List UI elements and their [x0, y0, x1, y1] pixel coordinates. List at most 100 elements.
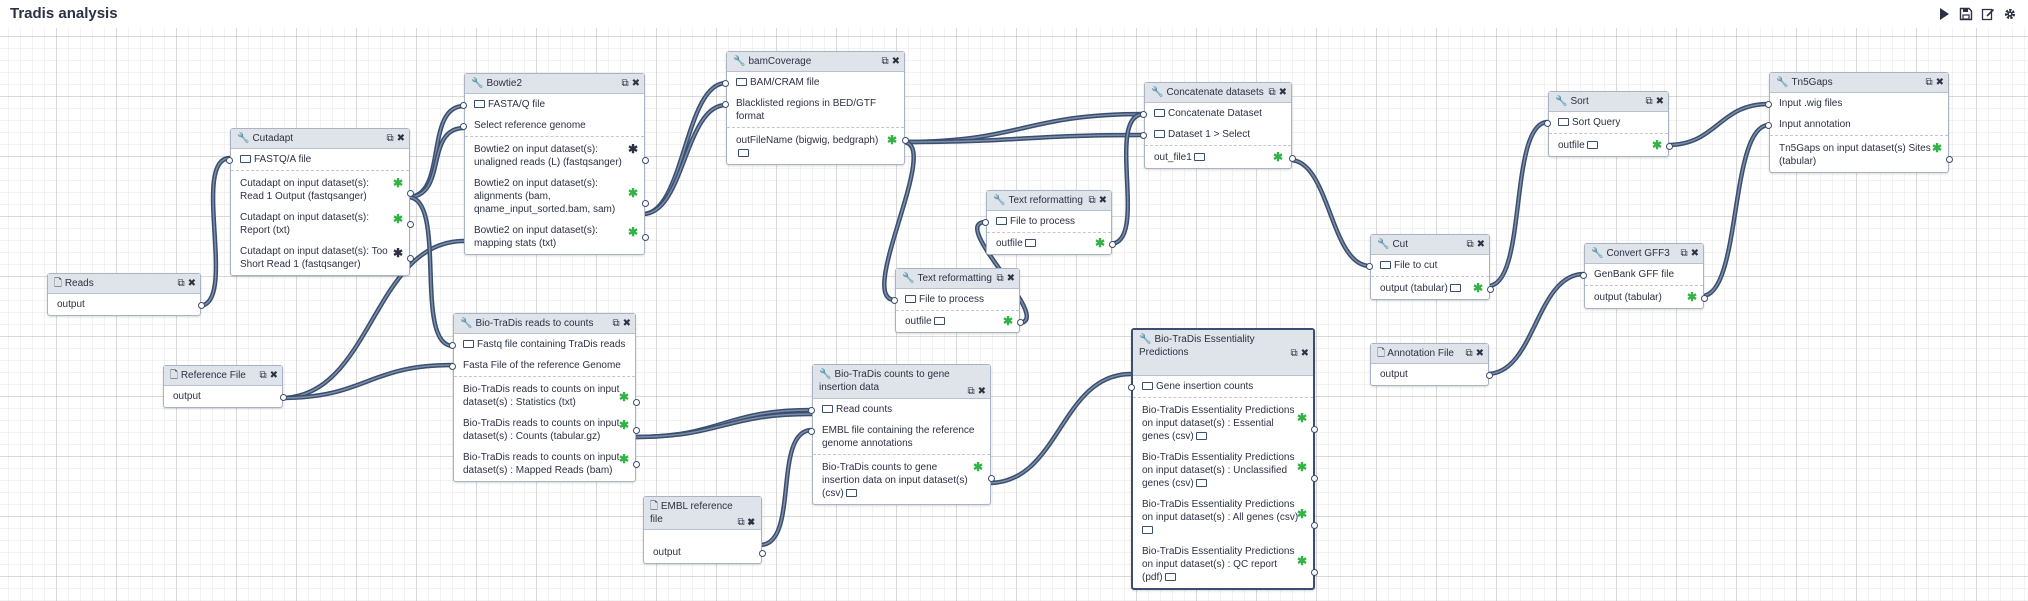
copy-icon[interactable]: ⧉ — [737, 517, 745, 528]
output-terminal[interactable] — [407, 190, 414, 197]
asterisk-icon[interactable]: ✱ — [1296, 554, 1307, 568]
asterisk-icon[interactable]: ✱ — [392, 176, 403, 190]
node-cutadapt[interactable]: 🔧Cutadapt⧉✖ FASTQ/A file Cutadapt on inp… — [226, 128, 414, 276]
asterisk-icon[interactable]: ✱ — [1651, 138, 1662, 152]
input-terminal[interactable] — [808, 428, 815, 435]
input-terminal[interactable] — [1580, 272, 1587, 279]
output-terminal[interactable] — [407, 255, 414, 262]
input-terminal[interactable] — [982, 219, 989, 226]
asterisk-icon[interactable]: ✱ — [392, 246, 403, 260]
copy-icon[interactable]: ⧉ — [1465, 348, 1473, 359]
asterisk-icon[interactable]: ✱ — [618, 418, 629, 432]
node-sort[interactable]: 🔧Sort⧉✖ Sort Query outfile✱ — [1544, 91, 1673, 157]
asterisk-icon[interactable]: ✱ — [1931, 141, 1942, 155]
output-terminal[interactable] — [407, 221, 414, 228]
copy-icon[interactable]: ⧉ — [1088, 195, 1096, 206]
node-cut[interactable]: 🔧Cut⧉✖ File to cut output (tabular)✱ — [1366, 234, 1494, 300]
input-terminal[interactable] — [1765, 122, 1772, 129]
input-terminal[interactable] — [1140, 111, 1147, 118]
close-icon[interactable]: ✖ — [1278, 87, 1287, 98]
node-concatenate-datasets[interactable]: 🔧Concatenate datasets⧉✖ Concatenate Data… — [1140, 82, 1296, 169]
asterisk-icon[interactable]: ✱ — [392, 212, 403, 226]
asterisk-icon[interactable]: ✱ — [627, 225, 638, 239]
asterisk-icon[interactable]: ✱ — [618, 390, 629, 404]
asterisk-icon[interactable]: ✱ — [1296, 411, 1307, 425]
run-workflow-button[interactable] — [1935, 5, 1953, 23]
output-terminal[interactable] — [1701, 295, 1708, 302]
output-terminal[interactable] — [1487, 286, 1494, 293]
node-bamcoverage[interactable]: 🔧bamCoverage⧉✖ BAM/CRAM file Blacklisted… — [722, 51, 909, 165]
output-terminal[interactable] — [198, 302, 205, 309]
asterisk-icon[interactable]: ✱ — [627, 142, 638, 156]
output-terminal[interactable] — [902, 137, 909, 144]
node-annotation-file[interactable]: 🗋 Annotation File⧉✖ output — [1370, 343, 1493, 386]
output-terminal[interactable] — [1946, 156, 1953, 163]
copy-icon[interactable]: ⧉ — [996, 273, 1004, 284]
close-icon[interactable]: ✖ — [891, 56, 900, 67]
output-terminal[interactable] — [1666, 143, 1673, 150]
node-bio-tradis-essentiality[interactable]: 🔧Bio-TraDis Essentiality Predictions⧉✖ G… — [1128, 328, 1318, 590]
node-reference-file[interactable]: 🗋 Reference File⧉✖ output — [163, 365, 287, 408]
node-reads[interactable]: 🗋 Reads⧉✖ output — [47, 273, 205, 316]
input-terminal[interactable] — [1140, 132, 1147, 139]
asterisk-icon[interactable]: ✱ — [1296, 507, 1307, 521]
node-bio-tradis-reads-to-counts[interactable]: 🔧Bio-TraDis reads to counts⧉✖ Fastq file… — [449, 313, 640, 482]
output-terminal[interactable] — [1311, 569, 1318, 576]
asterisk-icon[interactable]: ✱ — [1272, 150, 1283, 164]
node-text-reformatting-2[interactable]: 🔧Text reformatting⧉✖ File to process out… — [891, 268, 1024, 333]
copy-icon[interactable]: ⧉ — [1680, 248, 1688, 259]
copy-icon[interactable]: ⧉ — [386, 133, 394, 144]
copy-icon[interactable]: ⧉ — [1466, 239, 1474, 250]
output-terminal[interactable] — [642, 234, 649, 241]
asterisk-icon[interactable]: ✱ — [886, 133, 897, 147]
asterisk-icon[interactable]: ✱ — [972, 460, 983, 474]
copy-icon[interactable]: ⧉ — [1290, 348, 1298, 359]
output-terminal[interactable] — [633, 461, 640, 468]
close-icon[interactable]: ✖ — [269, 370, 278, 381]
copy-icon[interactable]: ⧉ — [967, 386, 975, 397]
input-terminal[interactable] — [1128, 384, 1135, 391]
close-icon[interactable]: ✖ — [1476, 239, 1485, 250]
asterisk-icon[interactable]: ✱ — [1686, 290, 1697, 304]
close-icon[interactable]: ✖ — [187, 278, 196, 289]
close-icon[interactable]: ✖ — [1006, 273, 1015, 284]
input-terminal[interactable] — [1765, 101, 1772, 108]
output-terminal[interactable] — [1311, 475, 1318, 482]
close-icon[interactable]: ✖ — [1475, 348, 1484, 359]
copy-icon[interactable]: ⧉ — [259, 370, 267, 381]
save-workflow-button[interactable] — [1957, 5, 1975, 23]
copy-icon[interactable]: ⧉ — [177, 278, 185, 289]
edit-attributes-button[interactable] — [1979, 5, 1997, 23]
input-terminal[interactable] — [460, 102, 467, 109]
close-icon[interactable]: ✖ — [1098, 195, 1107, 206]
output-terminal[interactable] — [1289, 155, 1296, 162]
input-terminal[interactable] — [460, 123, 467, 130]
input-terminal[interactable] — [722, 80, 729, 87]
asterisk-icon[interactable]: ✱ — [1094, 236, 1105, 250]
copy-icon[interactable]: ⧉ — [881, 56, 889, 67]
close-icon[interactable]: ✖ — [1935, 77, 1944, 88]
input-terminal[interactable] — [891, 297, 898, 304]
close-icon[interactable]: ✖ — [631, 78, 640, 89]
output-terminal[interactable] — [759, 550, 766, 557]
input-terminal[interactable] — [722, 101, 729, 108]
close-icon[interactable]: ✖ — [747, 517, 755, 528]
output-terminal[interactable] — [1311, 522, 1318, 529]
node-embl-reference-file[interactable]: 🗋 EMBL reference file ⧉ ✖ output — [643, 496, 766, 564]
output-terminal[interactable] — [642, 157, 649, 164]
node-bio-tradis-counts-to-gene[interactable]: 🔧Bio-TraDis counts to gene insertion dat… — [808, 364, 995, 505]
output-terminal[interactable] — [1486, 372, 1493, 379]
copy-icon[interactable]: ⧉ — [1925, 77, 1933, 88]
close-icon[interactable]: ✖ — [977, 386, 986, 397]
output-terminal[interactable] — [1109, 241, 1116, 248]
output-terminal[interactable] — [633, 427, 640, 434]
copy-icon[interactable]: ⧉ — [1268, 87, 1276, 98]
close-icon[interactable]: ✖ — [1690, 248, 1699, 259]
asterisk-icon[interactable]: ✱ — [1002, 314, 1013, 328]
input-terminal[interactable] — [449, 363, 456, 370]
copy-icon[interactable]: ⧉ — [621, 78, 629, 89]
output-terminal[interactable] — [633, 399, 640, 406]
close-icon[interactable]: ✖ — [1655, 96, 1664, 107]
node-convert-gff3[interactable]: 🔧Convert GFF3⧉✖ GenBank GFF file output … — [1580, 243, 1708, 309]
copy-icon[interactable]: ⧉ — [1645, 96, 1653, 107]
